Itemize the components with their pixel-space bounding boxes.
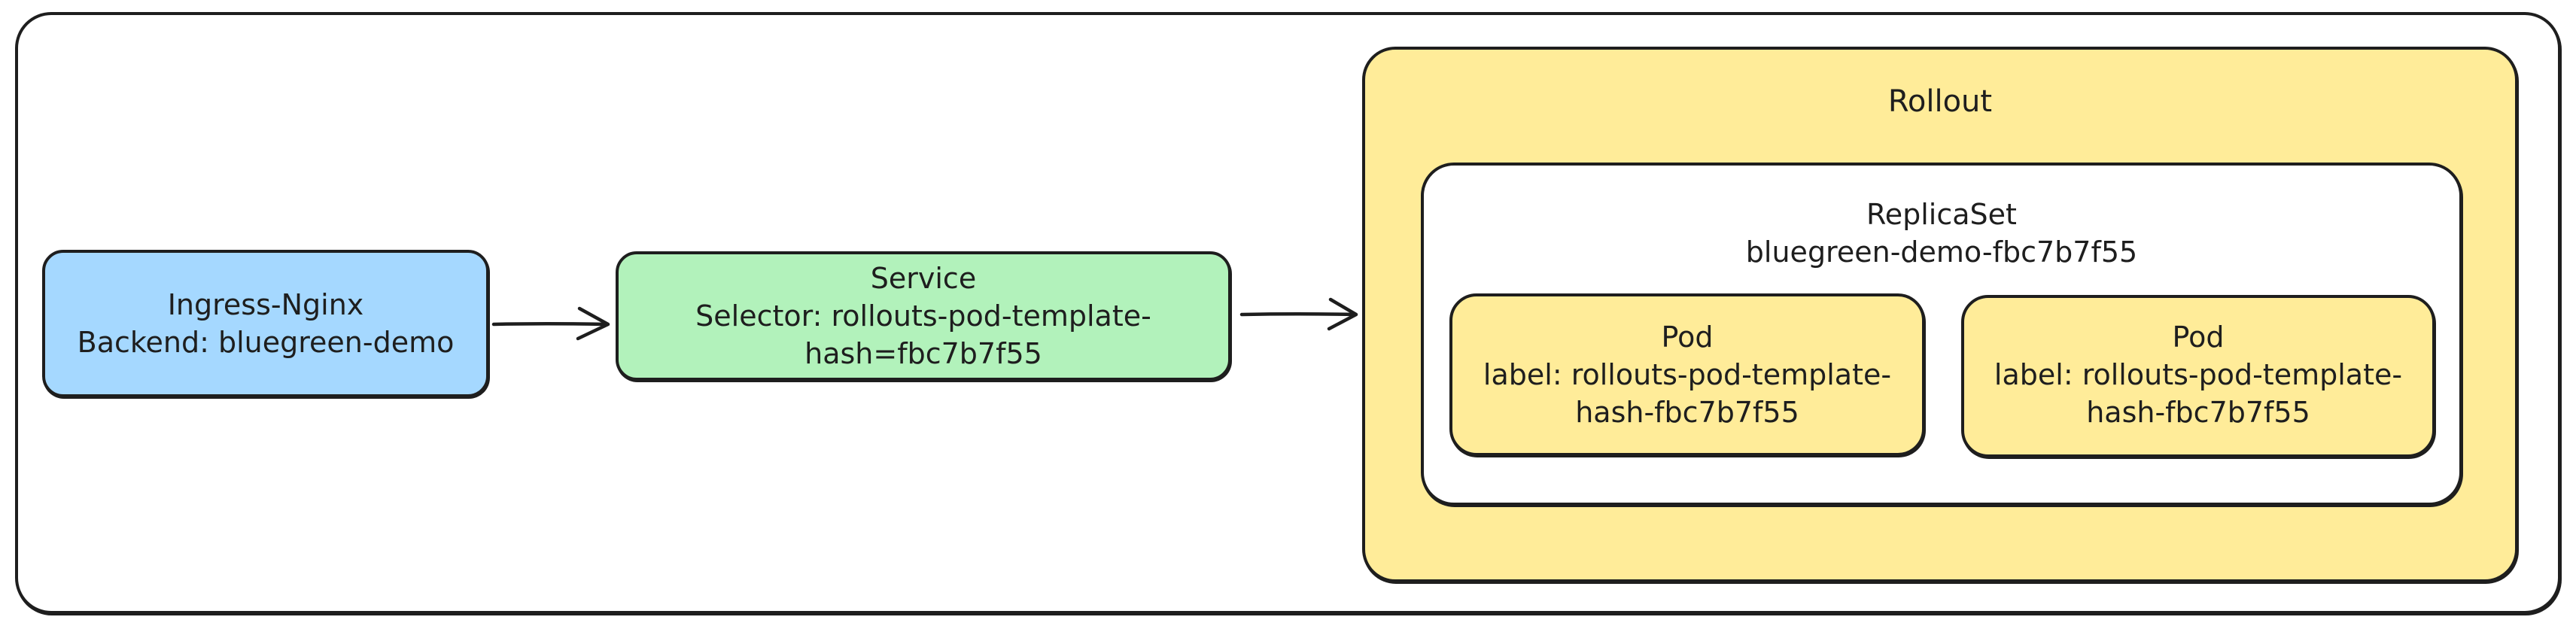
pod-label-2: Pod label: rollouts-pod-template- hash-f… [1961, 299, 2435, 450]
replicaset-label: ReplicaSet bluegreen-demo-fbc7b7f55 [1421, 196, 2462, 271]
pod-hash-1: hash-fbc7b7f55 [1575, 396, 1799, 429]
pod-selector-1: label: rollouts-pod-template- [1483, 358, 1892, 391]
pod-hash-2: hash-fbc7b7f55 [2086, 396, 2310, 429]
service-selector: Selector: rollouts-pod-template- [695, 299, 1151, 333]
service-node[interactable] [616, 251, 1231, 381]
pod-label-1: Pod label: rollouts-pod-template- hash-f… [1449, 299, 1925, 450]
ingress-backend: Backend: bluegreen-demo [77, 326, 455, 359]
pod-node-1[interactable] [1449, 293, 1925, 456]
service-title: Service [870, 262, 977, 295]
rollout-title: Rollout [1887, 84, 1993, 119]
service-selector-hash: hash=fbc7b7f55 [804, 337, 1042, 370]
pod-title-1: Pod [1661, 321, 1714, 354]
pod-title-2: Pod [2172, 321, 2225, 354]
ingress-node[interactable] [42, 250, 489, 397]
pod-selector-2: label: rollouts-pod-template- [1994, 358, 2403, 391]
ingress-label: Ingress-Nginx Backend: bluegreen-demo [42, 250, 489, 397]
pod-node-2[interactable] [1961, 295, 2435, 457]
replicaset-name: bluegreen-demo-fbc7b7f55 [1745, 236, 2138, 269]
service-label: Service Selector: rollouts-pod-template-… [616, 251, 1231, 381]
ingress-title: Ingress-Nginx [167, 288, 364, 321]
replicaset-title: ReplicaSet [1866, 198, 2017, 231]
